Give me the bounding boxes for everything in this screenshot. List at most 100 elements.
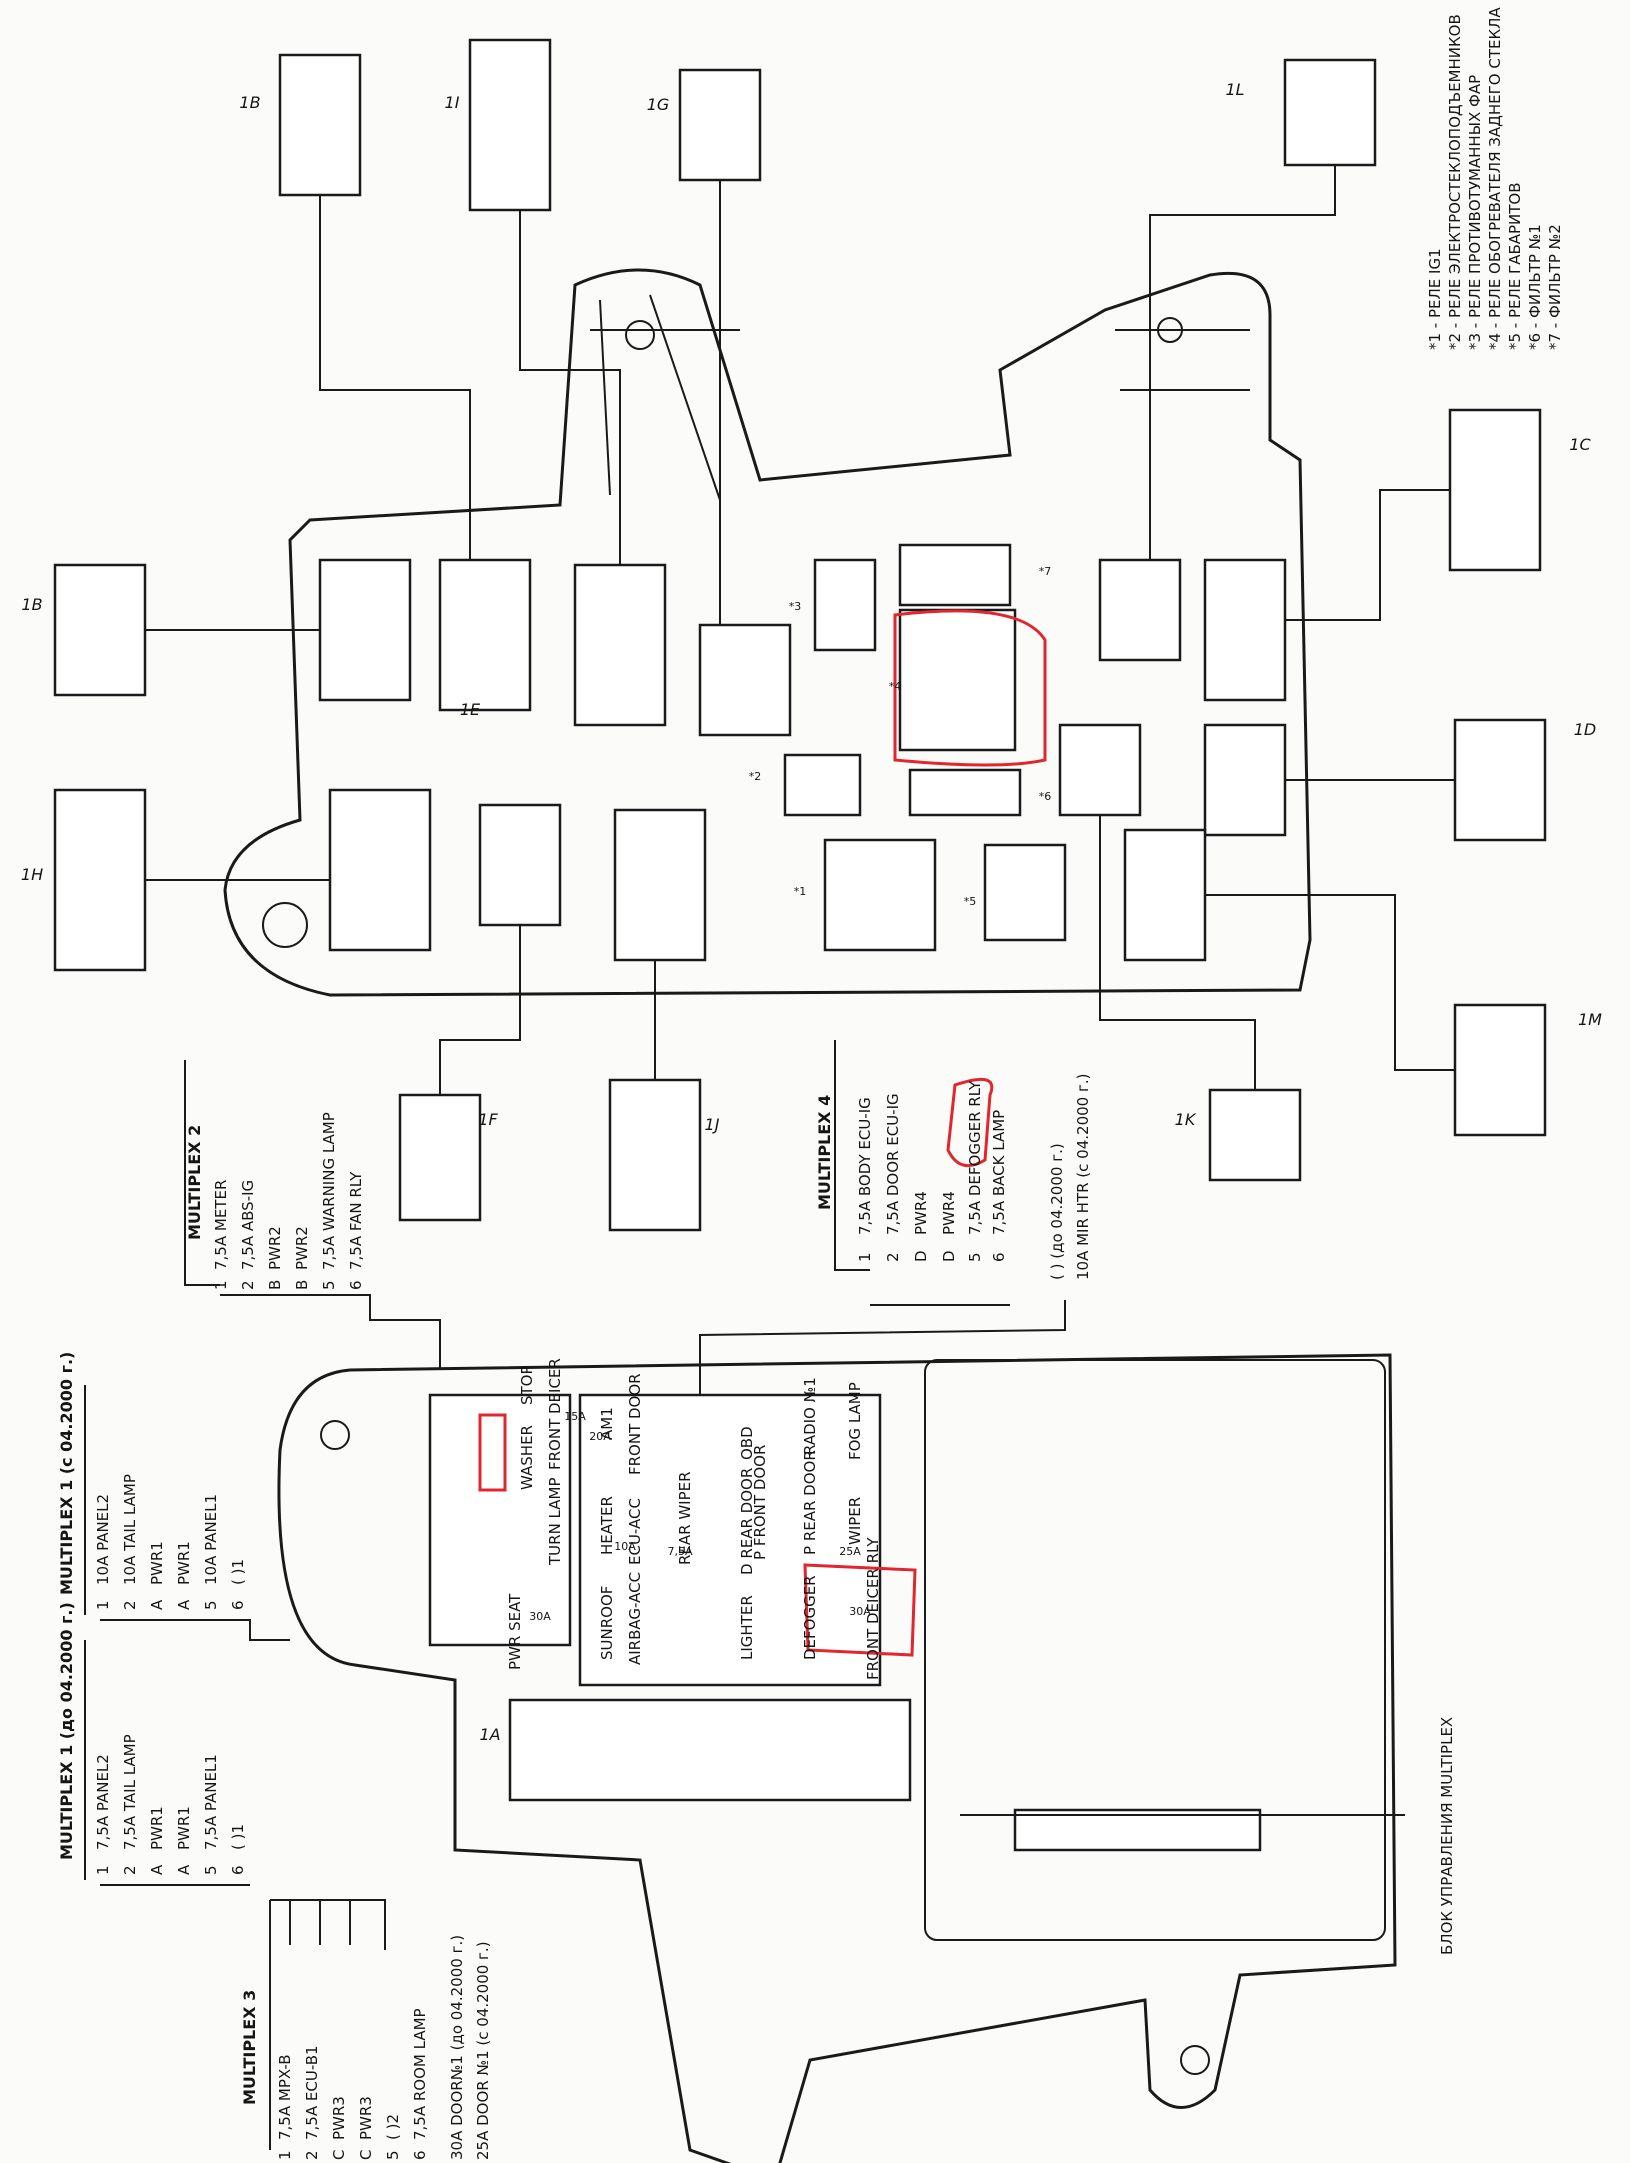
fuse-label: SUNROOF (598, 1586, 616, 1660)
multiplex-4-pin: 1 (856, 1252, 874, 1262)
socket-1D (1203, 723, 1287, 837)
multiplex-1-old-pin: A (175, 1864, 193, 1875)
multiplex-2-table: MULTIPLEX 2 7,5A METER 7,5A ABS-IG PWR2 … (184, 1060, 441, 1370)
multiplex-4-pin: 2 (884, 1252, 902, 1262)
relay-legend-item: *5 - РЕЛЕ ГАБАРИТОВ (1506, 182, 1524, 350)
fuse-rating: 15A (564, 1410, 586, 1423)
multiplex-1-new-title: MULTIPLEX 1 (с 04.2000 г.) (57, 1352, 76, 1595)
relay-6 (908, 768, 1022, 817)
multiplex-4-row: 7,5A DOOR ECU-IG (884, 1093, 902, 1235)
connector-1K-right (1208, 1088, 1302, 1182)
multiplex-1-new-pin: 5 (202, 1600, 220, 1610)
multiplex-3-pin: C (330, 2150, 348, 2160)
fuse-label: OBD (738, 1426, 756, 1460)
multiplex-3-row: PWR3 (357, 2096, 375, 2140)
multiplex-1-old-row: 7,5A PANEL2 (94, 1754, 112, 1850)
multiplex-4-row: 7,5A BODY ECU-IG (856, 1097, 874, 1235)
multiplex-2-row: PWR2 (266, 1226, 284, 1270)
multiplex-1-old-pin: 5 (202, 1865, 220, 1875)
multiplex-3-row: 7,5A ROOM LAMP (411, 2008, 429, 2140)
multiplex-1-old-pin: 1 (94, 1865, 112, 1875)
connector-1B-top (278, 53, 362, 197)
multiplex-1-old-row: PWR1 (175, 1806, 193, 1850)
fuse-label: WASHER (518, 1425, 536, 1490)
fuse-label: HEATER (598, 1496, 616, 1555)
highlight-defogger-fuse (803, 1563, 917, 1657)
fuse-rating: 30A (849, 1605, 871, 1618)
multiplex-1-new-row: PWR1 (175, 1541, 193, 1585)
relay-legend-item: *2 - РЕЛЕ ЭЛЕКТРОСТЕКЛОПОДЪЕМНИКОВ (1446, 14, 1464, 350)
multiplex-2-title: MULTIPLEX 2 (185, 1125, 204, 1240)
connector-label: 1G (647, 95, 670, 114)
connector-1G-top (678, 68, 762, 182)
fuse-label: LIGHTER (738, 1595, 756, 1660)
socket-1M (1123, 828, 1207, 962)
external-connectors (53, 38, 1547, 1232)
relay-4 (898, 608, 1017, 752)
multiplex-4-table: MULTIPLEX 4 7,5A BODY ECU-IG 7,5A DOOR E… (699, 1040, 1092, 1395)
fuse-label: FRONT DEICER (546, 1358, 564, 1470)
multiplex-3-pin: C (357, 2150, 375, 2160)
multiplex-3-pin: 6 (411, 2150, 429, 2160)
multiplex-4-title: MULTIPLEX 4 (815, 1095, 834, 1210)
relay-legend: *1 - РЕЛЕ IG1 *2 - РЕЛЕ ЭЛЕКТРОСТЕКЛОПОД… (1426, 7, 1564, 350)
multiplex-2-pin: B (266, 1280, 284, 1290)
connector-1C-right (1448, 408, 1542, 572)
relay-legend-item: *3 - РЕЛЕ ПРОТИВОТУМАННЫХ ФАР (1466, 75, 1484, 350)
multiplex-1-new-row: ( )1 (229, 1559, 247, 1585)
multiplex-2-pin: 1 (212, 1280, 230, 1290)
multiplex-1-new-pin: 2 (121, 1600, 139, 1610)
relay-legend-item: *4 - РЕЛЕ ОБОГРЕВАТЕЛЯ ЗАДНЕГО СТЕКЛА (1486, 7, 1504, 350)
lower-junction-block (277, 1353, 1397, 2163)
highlight-defogger-rly-label (946, 1077, 994, 1168)
multiplex-3-pin: 1 (276, 2150, 294, 2160)
fuse-rating: 25A (839, 1545, 861, 1558)
multiplex-2-pin: 6 (347, 1280, 365, 1290)
socket-1L (1098, 558, 1182, 662)
connector-label: 1C (1569, 435, 1591, 454)
multiplex-1-new-table: MULTIPLEX 1 (с 04.2000 г.) 10A PANEL2 10… (57, 1352, 290, 1641)
fuse-label: D REAR DOOR (738, 1468, 756, 1575)
socket-1E (438, 558, 532, 712)
fuse-label: ECU-ACC (626, 1498, 644, 1565)
relay-5 (983, 843, 1067, 942)
multiplex-4-pin: D (912, 1250, 930, 1262)
fuse-label: FRONT DOOR (626, 1373, 644, 1475)
connector-label: 1B (239, 93, 260, 112)
relay-3 (813, 558, 877, 652)
socket-1C (1203, 558, 1287, 702)
multiplex-3-pin: 2 (303, 2150, 321, 2160)
connector-1F-bottom (398, 1093, 482, 1222)
fuse-rating: 30A (529, 1610, 551, 1623)
multiplex-3-row: ( )2 (384, 2114, 402, 2140)
fuse-label: FRONT DEICER RLY (864, 1537, 882, 1680)
socket-1I (573, 563, 667, 727)
fuse-label: FOG LAMP (846, 1382, 864, 1460)
fuse-label: P FRONT DOOR (751, 1445, 769, 1560)
socket-1F (478, 803, 562, 927)
multiplex-1-new-pin: 6 (229, 1600, 247, 1610)
socket-1G (698, 623, 792, 737)
fuse-label: DEFOGGER (801, 1575, 819, 1660)
relay-legend-item: *6 - ФИЛЬТР №1 (1526, 224, 1544, 350)
multiplex-4-pin: 5 (966, 1252, 984, 1262)
relay-mark: *7 (1039, 565, 1052, 578)
connector-1J-bottom (608, 1078, 702, 1232)
multiplex-2-row: 7,5A ABS-IG (239, 1180, 257, 1270)
fuse-label: AM1 (598, 1407, 616, 1440)
fuse-label: REAR WIPER (676, 1471, 694, 1565)
fuse-label: TURN LAMP (546, 1477, 564, 1566)
multiplex-1-new-row: PWR1 (148, 1541, 166, 1585)
multiplex-4-row: PWR4 (912, 1191, 930, 1235)
relay-mark: *2 (749, 770, 762, 783)
multiplex-1-new-row: 10A PANEL1 (202, 1494, 220, 1585)
highlight-fuse-5 (478, 1413, 507, 1492)
highlight-defogger-relay-upper (893, 609, 1047, 767)
multiplex-3-table: MULTIPLEX 3 7,5A MPX-B 7,5A ECU-B1 PWR3 … (240, 1899, 492, 2160)
relay-mark: *3 (789, 600, 802, 613)
relay-2 (783, 753, 862, 817)
multiplex-4-row: 7,5A BACK LAMP (990, 1110, 1008, 1235)
connector-label: 1D (1574, 720, 1597, 739)
fuse-label: PWR SEAT (506, 1593, 524, 1670)
